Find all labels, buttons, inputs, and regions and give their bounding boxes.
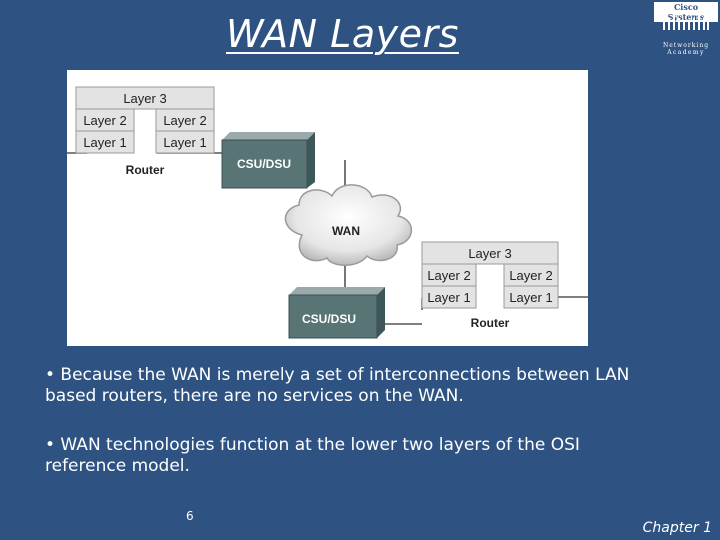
csu-dsu-top-device: CSU/DSU xyxy=(221,132,315,189)
logo-line-3: Academy xyxy=(667,49,705,56)
router-right-layer2a: Layer 2 xyxy=(427,268,470,283)
logo-bridge-icon xyxy=(663,15,709,30)
cisco-networking-academy-logo: Cisco Systems Networking Academy xyxy=(654,2,718,56)
router-right-layer1b: Layer 1 xyxy=(509,290,552,305)
chapter-label: Chapter 1 xyxy=(642,520,712,536)
bullet-wan-no-services: • Because the WAN is merely a set of int… xyxy=(45,365,630,406)
router-left-layer3: Layer 3 xyxy=(123,91,166,106)
wan-cloud-label: WAN xyxy=(332,224,360,238)
logo-line-1: Cisco Systems xyxy=(654,2,718,22)
logo-line-2: Networking xyxy=(662,42,710,49)
wan-layers-diagram: Layer 3 Layer 2 Layer 2 Layer 1 Layer 1 … xyxy=(67,70,588,346)
bullet-wan-lower-layers: • WAN technologies function at the lower… xyxy=(45,435,580,476)
router-left-layer2a: Layer 2 xyxy=(83,113,126,128)
router-right-layer1a: Layer 1 xyxy=(427,290,470,305)
router-left-layer1a: Layer 1 xyxy=(83,135,126,150)
csu-dsu-bottom-label: CSU/DSU xyxy=(302,312,356,326)
router-left-layer1b: Layer 1 xyxy=(163,135,206,150)
router-left-label: Router xyxy=(126,163,165,177)
router-left-layer2b: Layer 2 xyxy=(163,113,206,128)
diagram-svg: Layer 3 Layer 2 Layer 2 Layer 1 Layer 1 … xyxy=(67,86,588,339)
slide-title: WAN Layers xyxy=(226,12,459,56)
wan-cloud: WAN xyxy=(284,184,413,266)
router-right-label: Router xyxy=(471,316,510,330)
csu-dsu-top-label: CSU/DSU xyxy=(237,157,291,171)
router-right-stack: Layer 3 Layer 2 Layer 2 Layer 1 Layer 1 … xyxy=(421,241,559,330)
router-left-stack: Layer 3 Layer 2 Layer 2 Layer 1 Layer 1 … xyxy=(75,86,215,177)
router-right-layer2b: Layer 2 xyxy=(509,268,552,283)
csu-dsu-bottom-device: CSU/DSU xyxy=(288,287,385,339)
router-right-layer3: Layer 3 xyxy=(468,246,511,261)
page-number: 6 xyxy=(186,509,194,523)
